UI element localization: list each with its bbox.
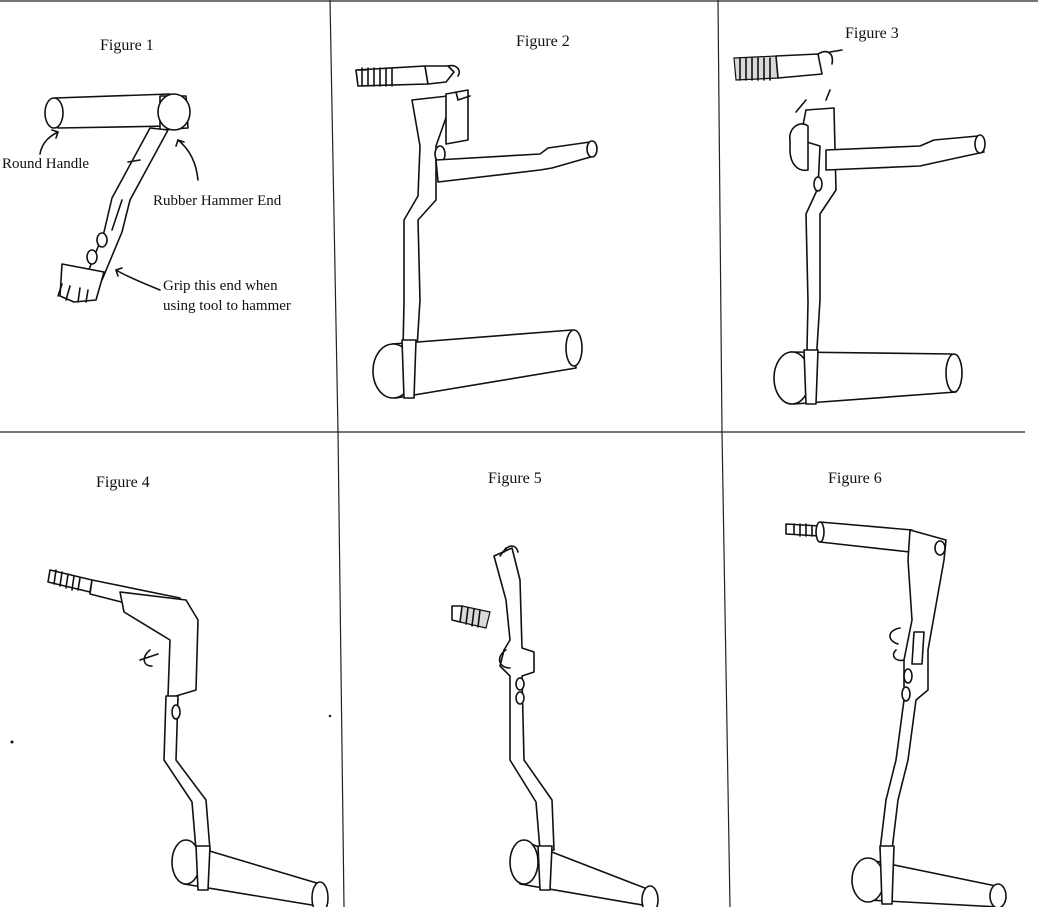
figure-6: Figure 6: [785, 470, 1007, 907]
pin-drawing: [451, 605, 491, 629]
shaft-hole: [96, 232, 108, 248]
label-round-handle: Round Handle: [2, 156, 89, 172]
shaft-hole: [901, 686, 911, 702]
label-grip-line2: using tool to hammer: [163, 298, 291, 314]
figure-4-title: Figure 4: [96, 474, 150, 491]
figure-5: Figure 5: [451, 470, 659, 907]
pin-drawing: [733, 49, 843, 81]
arrow-round-handle: [39, 131, 59, 155]
figure-4: Figure 4: [47, 474, 329, 907]
figure-3-title: Figure 3: [845, 25, 899, 42]
round-handle-drawing: [44, 93, 173, 129]
col-divider-bottom-right: [721, 431, 731, 907]
col-divider-bottom-left: [337, 431, 345, 907]
shaft-hole: [515, 691, 525, 705]
shaft-hole: [903, 668, 913, 684]
hammer-head-drawing: [789, 123, 809, 172]
side-handle-drawing: [435, 141, 595, 183]
tool-shaft-drawing: [163, 695, 211, 851]
figure-2-title: Figure 2: [516, 33, 570, 50]
label-rubber-hammer-end: Rubber Hammer End: [153, 193, 282, 209]
tool-shaft-drawing: [493, 547, 555, 851]
figure-1: Figure 1 Round Handle Rubber Hammer End …: [2, 37, 291, 314]
pin-drawing: [785, 521, 913, 553]
shaft-hole: [813, 176, 823, 192]
rubber-hammer-end-drawing: [157, 93, 191, 131]
round-handle-drawing: [851, 857, 1007, 907]
hammer-head-drawing: [911, 631, 925, 665]
shaft-hole: [515, 677, 525, 691]
pin-drawing: [355, 64, 461, 87]
arrow-rubber-hammer-end: [177, 139, 199, 181]
round-handle-drawing: [773, 351, 963, 405]
figure-3: Figure 3: [733, 25, 986, 405]
side-handle-drawing: [825, 135, 985, 171]
stray-mark: [10, 740, 14, 744]
arrow-grip-end: [115, 269, 161, 291]
shaft-hole: [934, 540, 946, 556]
shaft-hole: [86, 249, 98, 265]
col-divider-top-left: [329, 0, 339, 433]
figure-5-title: Figure 5: [488, 470, 542, 487]
round-handle-drawing: [509, 839, 659, 907]
stray-mark: [328, 714, 332, 718]
shaft-hole: [171, 704, 181, 720]
col-divider-top-right: [717, 0, 723, 433]
tool-shaft-drawing: [879, 529, 947, 851]
hammer-head-drawing: [445, 89, 469, 145]
figure-6-title: Figure 6: [828, 470, 882, 487]
hammer-head-drawing: [119, 591, 199, 701]
figure-1-title: Figure 1: [100, 37, 154, 54]
label-grip-line1: Grip this end when: [163, 278, 278, 294]
round-handle-drawing: [171, 839, 329, 907]
figure-2: Figure 2: [355, 33, 598, 399]
